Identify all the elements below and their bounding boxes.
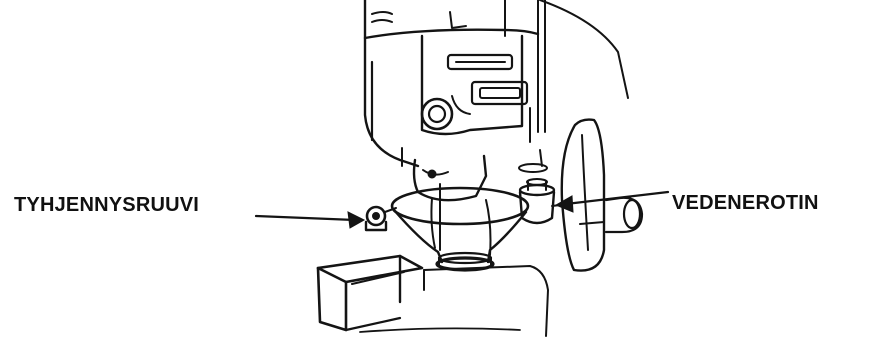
right-pipe-assembly <box>539 0 644 272</box>
water-separator-label: VEDENEROTIN <box>672 192 819 214</box>
left-callout-arrow <box>254 211 366 229</box>
base-stand <box>316 254 549 337</box>
upper-housing <box>363 0 546 168</box>
lower-body <box>412 149 548 202</box>
right-callout-arrow <box>554 190 670 213</box>
filter-bowl <box>390 183 530 272</box>
drain-screw-label: TYHJENNYSRUUVI <box>14 194 200 216</box>
drain-screw <box>364 205 397 232</box>
top-sketch-strokes <box>371 11 467 29</box>
water-separator-cup <box>518 178 569 225</box>
